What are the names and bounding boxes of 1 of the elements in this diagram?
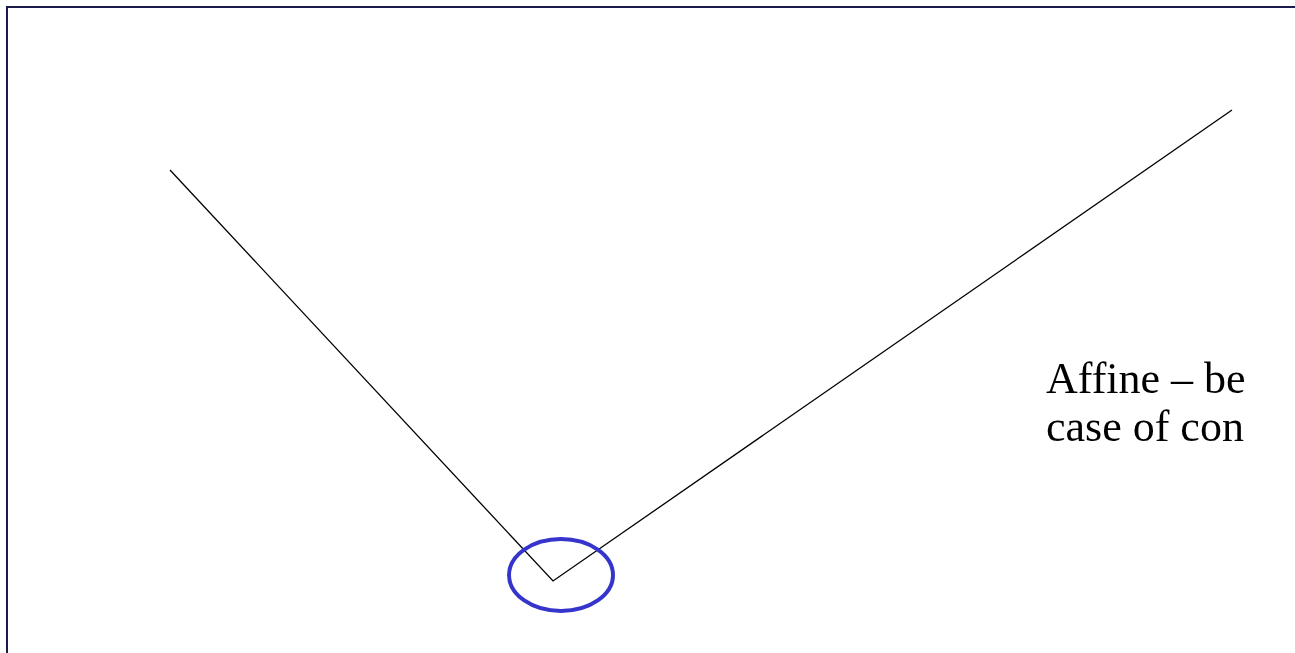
annotation-text: Affine – be case of con xyxy=(1046,355,1247,451)
